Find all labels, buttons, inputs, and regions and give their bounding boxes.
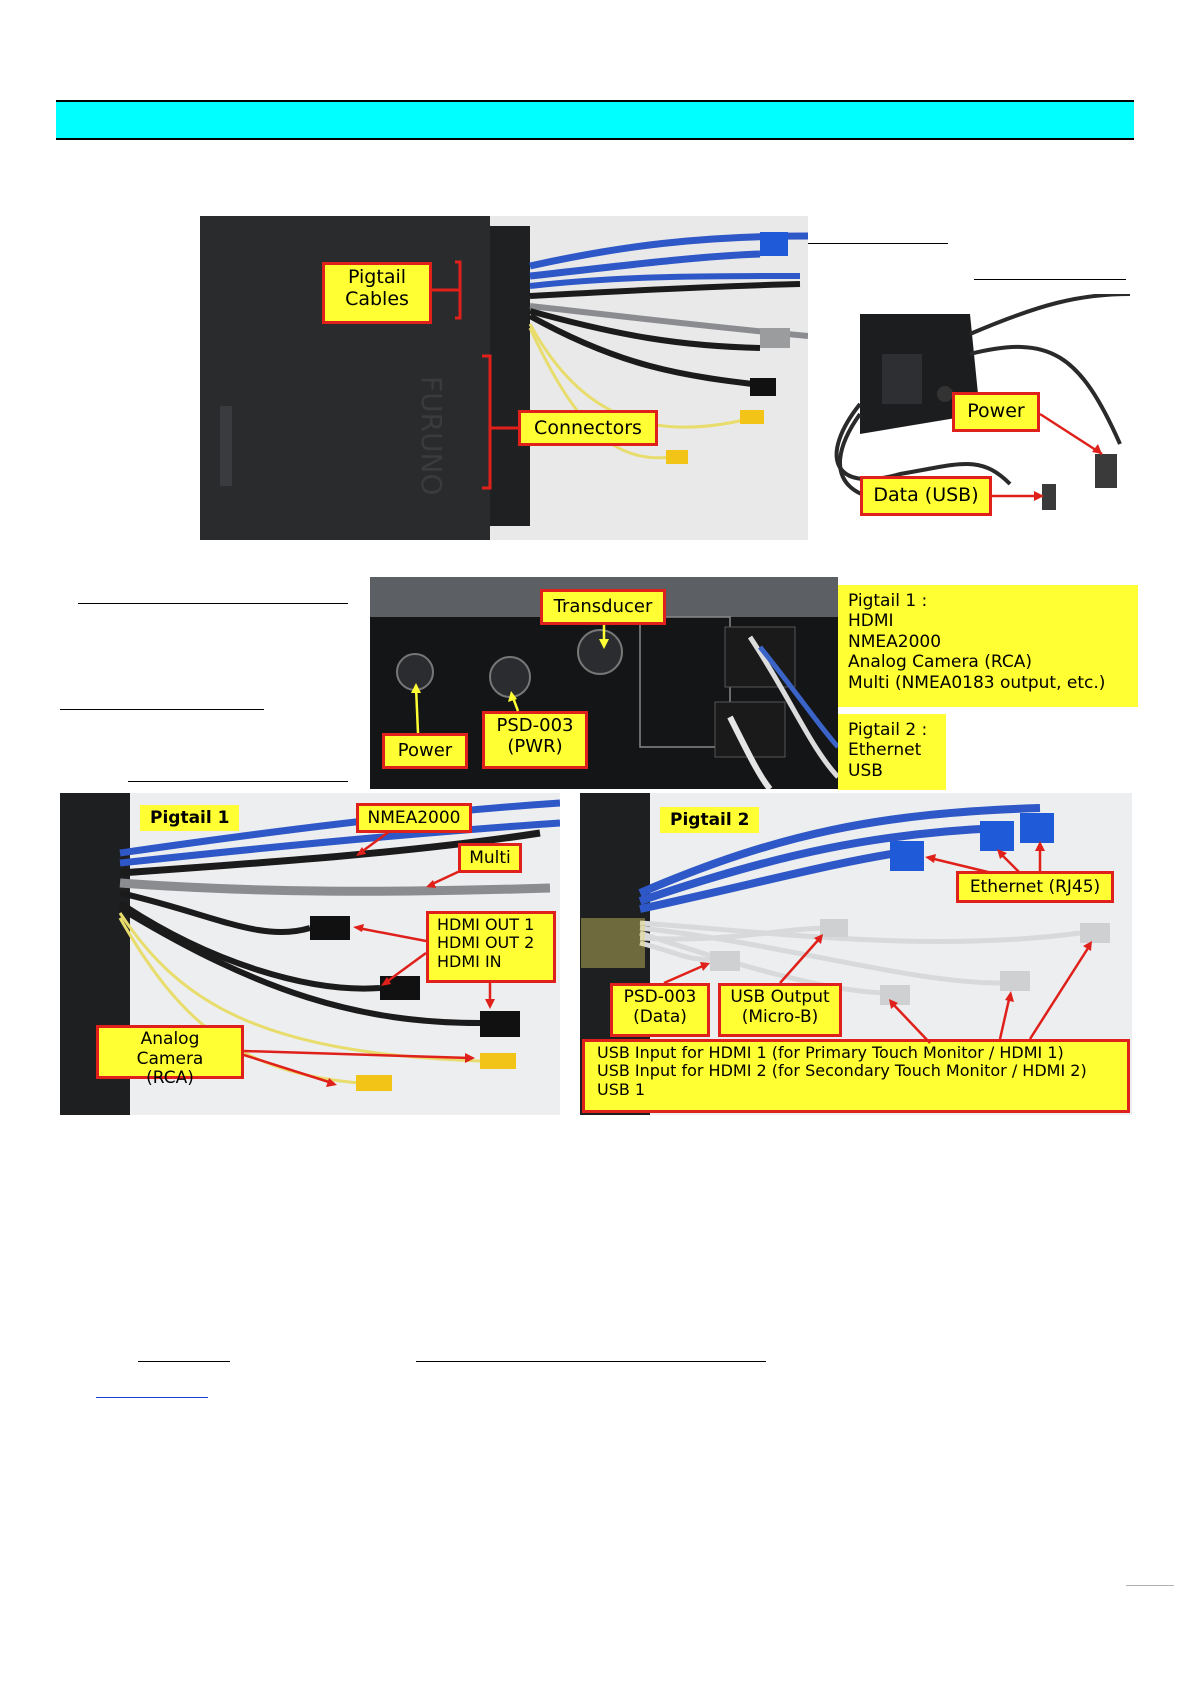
rule-6 [138,1361,230,1362]
link-rule[interactable] [96,1397,208,1398]
photo2-arrows [992,412,1103,501]
rule-4 [60,709,264,710]
photo5-arrows [663,841,1092,1044]
callout-analog-camera: Analog Camera (RCA) [96,1025,244,1088]
callout-power-rear: Power [382,733,468,769]
pigtail2-description: Pigtail 2 : Ethernet USB [838,714,946,790]
main-unit-illustration: FURUNO [200,216,808,540]
callout-nmea2000: NMEA2000 [356,803,472,833]
callout-psd003-pwr: PSD-003 (PWR) [482,711,588,769]
callout-hdmi: HDMI OUT 1 HDMI OUT 2 HDMI IN [426,911,556,983]
photo-pigtail1: Pigtail 1 NMEA2000 Multi HDMI OUT 1 HDMI… [60,793,560,1115]
rule-1 [808,243,948,244]
callout-transducer: Transducer [540,589,666,625]
photo-rear-panel: Transducer Power PSD-003 (PWR) [370,577,838,789]
pigtail1-description: Pigtail 1 : HDMI NMEA2000 Analog Camera … [838,585,1138,707]
callout-ethernet: Ethernet (RJ45) [956,871,1114,903]
page-number-rule [1126,1585,1174,1586]
tag-pigtail2: Pigtail 2 [660,807,760,833]
callout-connectors: Connectors [518,410,658,446]
rule-5 [128,781,348,782]
photo1-brackets [432,260,518,490]
photo-switch-box: Power Data (USB) [820,294,1130,540]
rule-3 [78,603,348,604]
callout-power-switchbox: Power [952,392,1040,432]
photo-main-unit: FURUNO Pigtail Cables Connectors [200,216,808,540]
callout-pigtail-cables: Pigtail Cables [322,262,432,324]
photo3-arrows [411,625,609,734]
callout-multi: Multi [458,843,522,873]
callout-usb-output: USB Output (Micro-B) [718,983,842,1037]
rule-7 [416,1361,766,1362]
callout-data-usb: Data (USB) [860,476,992,516]
rule-2 [974,279,1126,280]
section-header-banner [56,100,1134,140]
photo4-arrows [243,829,495,1087]
callout-usb-input: USB Input for HDMI 1 (for Primary Touch … [582,1039,1130,1113]
photo-pigtail2: Pigtail 2 Ethernet (RJ45) PSD-003 (Data)… [580,793,1132,1115]
tag-pigtail1: Pigtail 1 [140,805,240,831]
svg-text:FURUNO: FURUNO [415,376,448,496]
callout-psd003-data: PSD-003 (Data) [610,983,710,1037]
